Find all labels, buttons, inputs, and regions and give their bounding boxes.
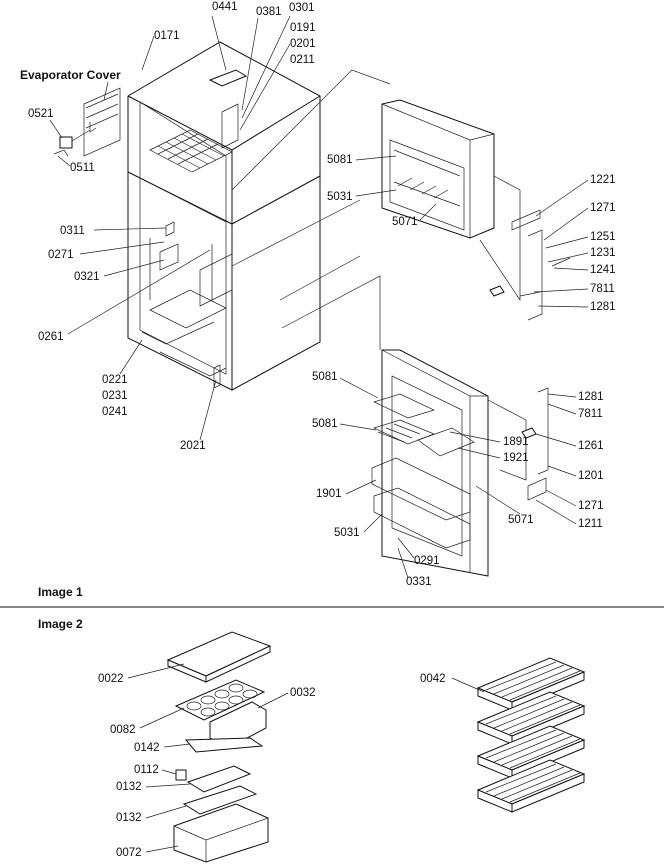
cabinet-drawing	[53, 41, 321, 391]
image1-labels: 0441 0381 0301 0171 0191 0201 0211 Evapo…	[20, 1, 616, 599]
part-label: 5081	[312, 371, 338, 383]
evaporator-cover-label: Evaporator Cover	[20, 68, 121, 82]
part-label: 1901	[316, 488, 342, 500]
part-label: 5071	[392, 216, 418, 228]
ice-tray-stack-drawing	[476, 657, 586, 813]
part-label: 1201	[578, 470, 604, 482]
part-label: 7811	[590, 283, 615, 295]
part-label: 1921	[503, 452, 529, 464]
part-label: 1271	[578, 500, 604, 512]
part-label: 0112	[134, 764, 159, 776]
image2-labels: 0022 0082 0032 0142 0112 0132 0132 0072 …	[98, 663, 485, 859]
part-label: 0211	[290, 54, 315, 66]
part-label: 0082	[110, 724, 136, 736]
part-label: 0191	[290, 22, 316, 34]
part-label: 5081	[312, 418, 338, 430]
part-label: 0331	[406, 576, 432, 588]
ice-parts-drawing	[166, 631, 272, 863]
part-label: 0132	[116, 812, 142, 824]
part-label: 5031	[327, 191, 353, 203]
part-label: 0221	[102, 374, 128, 386]
image-1-caption: Image 1	[38, 585, 83, 599]
part-label: 0241	[102, 406, 128, 418]
part-label: 1271	[590, 202, 616, 214]
part-label: 0072	[116, 847, 142, 859]
part-label: 0381	[256, 6, 282, 18]
part-label: 0521	[28, 108, 54, 120]
part-label: 0201	[290, 38, 316, 50]
part-label: 1211	[578, 518, 603, 530]
part-label: 5031	[334, 527, 360, 539]
part-label: 0171	[154, 30, 180, 42]
part-label: 7811	[578, 408, 603, 420]
part-label: 1891	[503, 436, 529, 448]
part-label: 1251	[590, 231, 616, 243]
part-label: 1281	[590, 301, 616, 313]
freezer-door-drawing	[381, 99, 521, 302]
part-label: 1281	[578, 391, 604, 403]
freezer-hinge-drawing	[489, 209, 571, 321]
image-2-caption: Image 2	[38, 617, 83, 631]
part-label: 0321	[74, 271, 100, 283]
part-label: 1241	[590, 264, 616, 276]
part-label: 2021	[180, 440, 206, 452]
part-label: 0301	[289, 2, 315, 14]
part-label: 0022	[98, 673, 124, 685]
part-label: 1231	[590, 247, 616, 259]
part-label: 0142	[134, 742, 160, 754]
part-label: 0261	[38, 331, 64, 343]
part-label: 0311	[60, 225, 85, 237]
part-label: 0291	[414, 555, 440, 567]
part-label: 1221	[590, 174, 616, 186]
part-label: 5071	[508, 514, 534, 526]
part-label: 5081	[327, 154, 353, 166]
part-label: 0441	[212, 1, 238, 13]
part-label: 0032	[290, 687, 316, 699]
part-label: 0132	[116, 781, 142, 793]
part-label: 0231	[102, 390, 128, 402]
part-label: 0271	[48, 249, 74, 261]
part-label: 1261	[578, 440, 604, 452]
part-label: 0042	[420, 673, 446, 685]
part-label: 0511	[70, 162, 95, 174]
fresh-food-door-drawing	[371, 349, 527, 577]
